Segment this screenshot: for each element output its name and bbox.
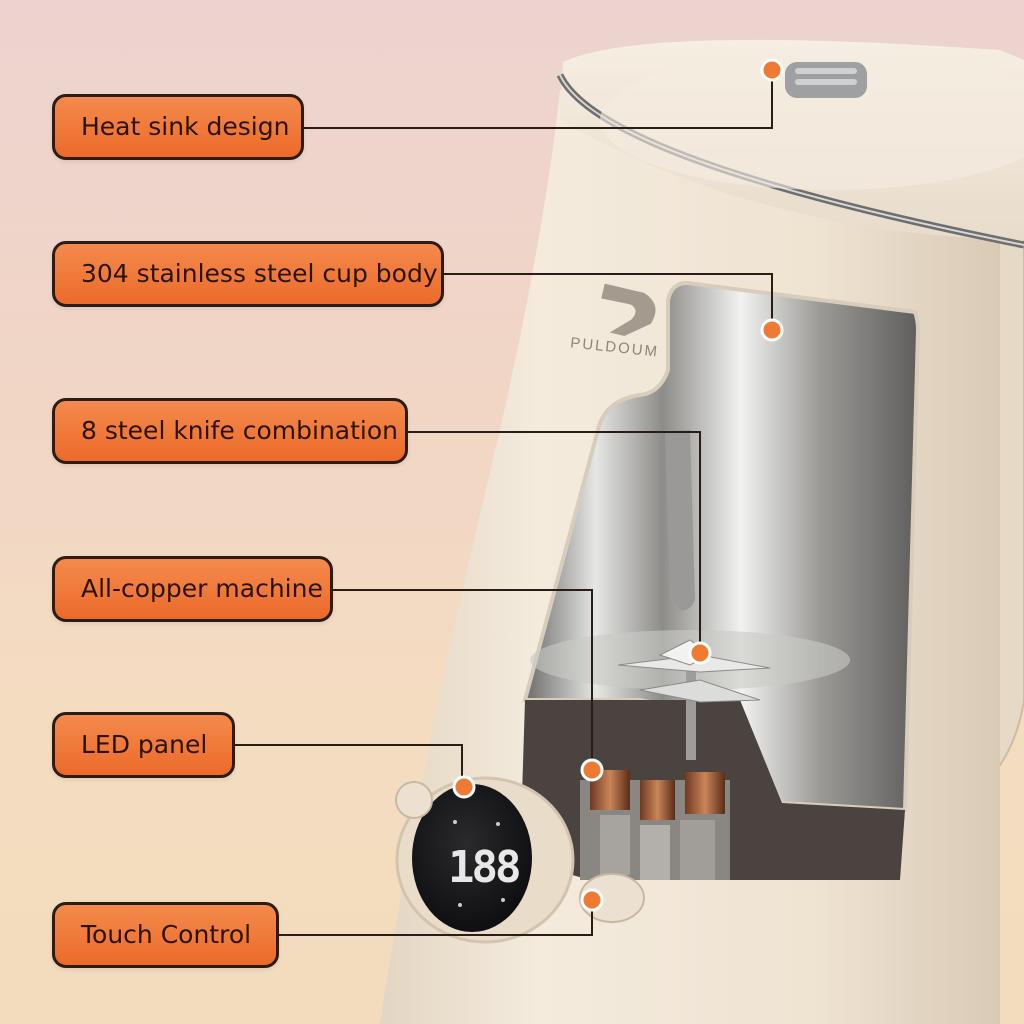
callout-touch-control-label: Touch Control (81, 920, 252, 949)
leader-heat-sink (304, 72, 773, 129)
marker-dot-icon (452, 775, 476, 799)
leader-touch (279, 900, 593, 936)
leader-led (235, 744, 463, 787)
callout-touch-control: Touch Control (52, 902, 279, 968)
leader-cup-body (444, 273, 773, 330)
callout-knife: 8 steel knife combination (52, 398, 408, 464)
callout-motor-label: All-copper machine (81, 574, 323, 603)
copper-motor (580, 770, 730, 880)
callout-motor: All-copper machine (52, 556, 333, 622)
led-panel: 188 (395, 776, 575, 944)
marker-dot-icon (580, 758, 604, 782)
heat-sink-vent (785, 62, 867, 98)
callout-cup-body-label: 304 stainless steel cup body (81, 259, 438, 288)
marker-dot-icon (688, 641, 712, 665)
marker-dot-icon (580, 888, 604, 912)
callout-heat-sink: Heat sink design (52, 94, 304, 160)
led-digits: 188 (448, 842, 519, 893)
leader-lines (235, 72, 773, 936)
led-function-icon (501, 898, 505, 902)
callout-knife-label: 8 steel knife combination (81, 416, 398, 445)
lid (556, 39, 1024, 249)
led-function-icon (458, 903, 462, 907)
callout-led-panel-label: LED panel (81, 730, 208, 759)
touch-button-left[interactable] (395, 781, 433, 819)
leader-motor (333, 589, 593, 770)
markers (452, 58, 784, 912)
callout-heat-sink-label: Heat sink design (81, 112, 290, 141)
led-function-icon (496, 822, 500, 826)
inner-tube (665, 430, 695, 611)
callout-led-panel: LED panel (52, 712, 235, 778)
callout-cup-body: 304 stainless steel cup body (52, 241, 444, 307)
leader-knife (408, 431, 701, 652)
led-function-icon (453, 820, 457, 824)
marker-dot-icon (760, 58, 784, 82)
marker-dot-icon (760, 318, 784, 342)
